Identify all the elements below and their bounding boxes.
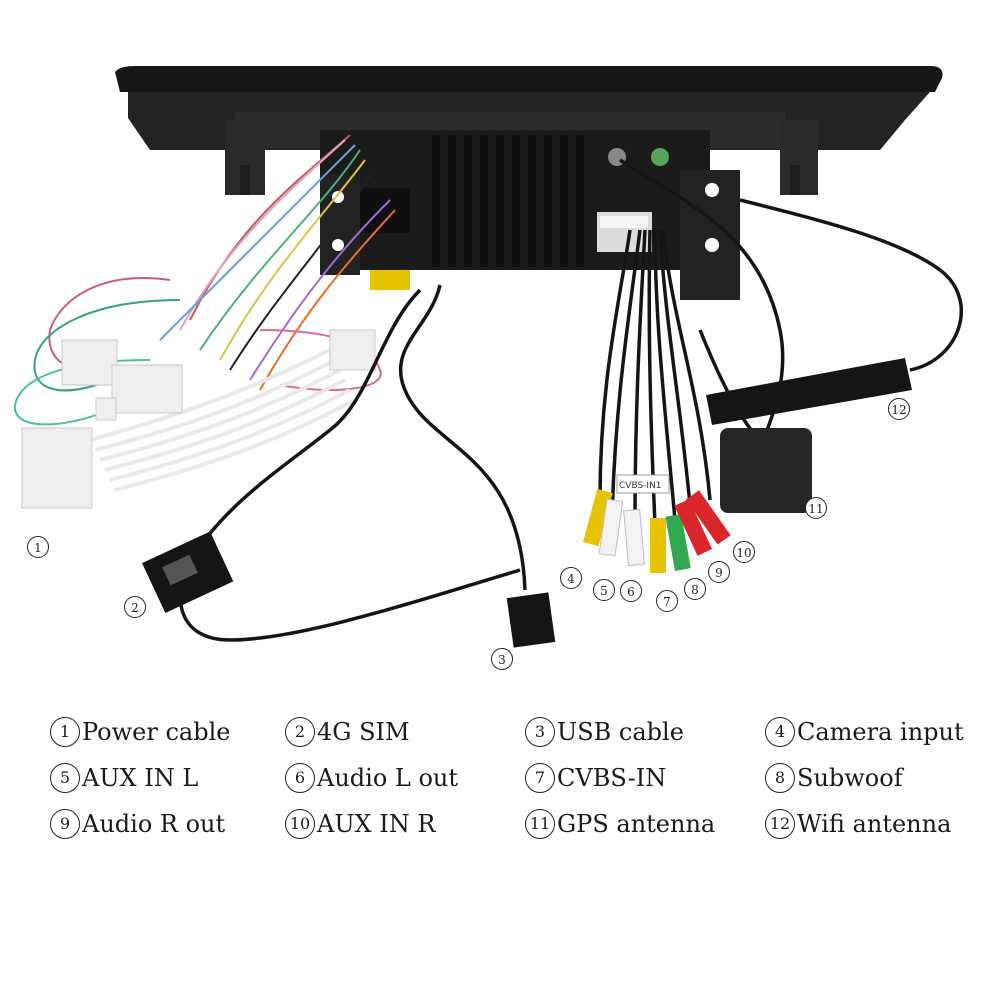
legend-label: USB cable xyxy=(557,718,684,746)
legend-number: 6 xyxy=(285,763,315,793)
legend-label: 4G SIM xyxy=(317,718,410,746)
legend-number: 1 xyxy=(50,717,80,747)
callout-1: 1 xyxy=(27,536,49,558)
legend-item-wifi-antenna: 12 Wifi antenna xyxy=(765,807,980,841)
legend-item-4g-sim: 2 4G SIM xyxy=(285,715,525,749)
legend-number: 10 xyxy=(285,809,315,839)
product-photo: CVBS-IN1 xyxy=(13,66,963,648)
callout-2: 2 xyxy=(124,596,146,618)
legend-number: 5 xyxy=(50,763,80,793)
legend-label: Camera input xyxy=(797,718,964,746)
cvbs-tag: CVBS-IN1 xyxy=(619,481,662,491)
legend-number: 12 xyxy=(765,809,795,839)
legend-item-audio-r-out: 9 Audio R out xyxy=(50,807,285,841)
legend-label: CVBS-IN xyxy=(557,764,667,792)
legend-label: Power cable xyxy=(82,718,231,746)
legend-item-aux-in-l: 5 AUX IN L xyxy=(50,761,285,795)
black-cables xyxy=(178,158,963,642)
legend-label: Audio L out xyxy=(317,764,459,792)
callout-11: 11 xyxy=(805,497,827,519)
callout-10: 10 xyxy=(733,541,755,563)
legend-label: Wifi antenna xyxy=(797,810,952,838)
legend-item-usb-cable: 3 USB cable xyxy=(525,715,765,749)
rca-plugs: CVBS-IN1 xyxy=(583,474,731,573)
head-unit xyxy=(115,66,943,300)
legend-item-subwoof: 8 Subwoof xyxy=(765,761,980,795)
legend-number: 11 xyxy=(525,809,555,839)
legend-label: AUX IN L xyxy=(82,764,199,792)
legend-label: Subwoof xyxy=(797,764,903,792)
callout-4: 4 xyxy=(560,567,582,589)
harness-connectors xyxy=(21,329,376,509)
sim-module xyxy=(142,531,234,614)
legend-number: 7 xyxy=(525,763,555,793)
component-legend: 1 Power cable 2 4G SIM 3 USB cable 4 Cam… xyxy=(50,715,980,841)
camera-plug xyxy=(370,270,410,290)
callout-5: 5 xyxy=(593,579,615,601)
legend-item-cvbs-in: 7 CVBS-IN xyxy=(525,761,765,795)
callout-3: 3 xyxy=(491,648,513,670)
callout-6: 6 xyxy=(620,580,642,602)
legend-label: Audio R out xyxy=(82,810,226,838)
legend-number: 8 xyxy=(765,763,795,793)
legend-item-audio-l-out: 6 Audio L out xyxy=(285,761,525,795)
callout-12: 12 xyxy=(888,398,910,420)
callout-8: 8 xyxy=(684,578,706,600)
legend-item-gps-antenna: 11 GPS antenna xyxy=(525,807,765,841)
wifi-antenna xyxy=(706,358,912,425)
legend-item-power-cable: 1 Power cable xyxy=(50,715,285,749)
legend-number: 4 xyxy=(765,717,795,747)
legend-label: GPS antenna xyxy=(557,810,716,838)
callout-9: 9 xyxy=(708,561,730,583)
gps-antenna xyxy=(720,428,812,513)
legend-number: 3 xyxy=(525,717,555,747)
usb-plug xyxy=(506,592,556,648)
legend-number: 2 xyxy=(285,717,315,747)
harness-bundle xyxy=(89,348,356,492)
callout-7: 7 xyxy=(656,590,678,612)
legend-number: 9 xyxy=(50,809,80,839)
legend-label: AUX IN R xyxy=(317,810,436,838)
legend-item-camera-input: 4 Camera input xyxy=(765,715,980,749)
legend-item-aux-in-r: 10 AUX IN R xyxy=(285,807,525,841)
